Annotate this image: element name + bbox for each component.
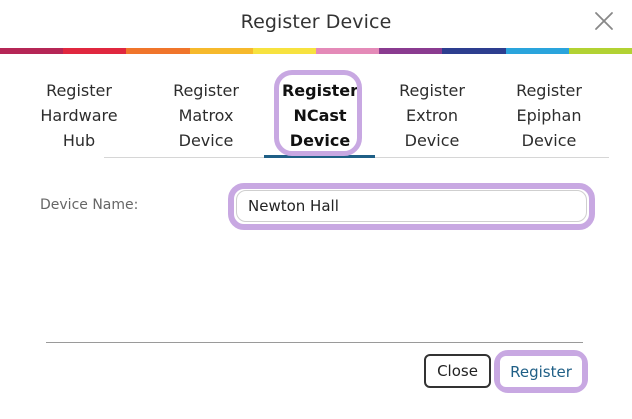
tab-label-line: Device bbox=[404, 131, 460, 150]
tab-label-line: Matrox bbox=[178, 106, 234, 125]
tab-register-ncast-device[interactable]: Register NCast Device bbox=[260, 78, 380, 153]
rainbow-segment bbox=[0, 48, 64, 54]
rainbow-segment bbox=[189, 48, 253, 54]
rainbow-segment bbox=[505, 48, 569, 54]
tab-label-line: Register bbox=[399, 81, 465, 100]
rainbow-segment bbox=[126, 48, 190, 54]
active-tab-underline bbox=[264, 155, 375, 158]
tab-register-extron-device[interactable]: Register Extron Device bbox=[372, 78, 492, 153]
rainbow-segment bbox=[63, 48, 127, 54]
dialog-header: Register Device bbox=[0, 0, 632, 48]
close-button[interactable]: Close bbox=[424, 354, 491, 388]
tab-label-line: Hub bbox=[62, 131, 96, 150]
rainbow-segment bbox=[252, 48, 317, 54]
tab-label-line: Register bbox=[516, 81, 582, 100]
device-name-label: Device Name: bbox=[40, 197, 139, 213]
device-type-tabs: Register Hardware Hub Register Matrox De… bbox=[0, 78, 632, 158]
tab-label-line: Device bbox=[178, 131, 234, 150]
rainbow-stripe bbox=[0, 48, 632, 54]
tab-label-line: NCast bbox=[293, 106, 347, 125]
footer-divider bbox=[46, 342, 583, 343]
register-button[interactable]: Register bbox=[500, 356, 582, 387]
tab-label-line: Device bbox=[289, 131, 351, 150]
dialog-title: Register Device bbox=[240, 11, 392, 33]
tab-label-line: Register bbox=[46, 81, 112, 100]
rainbow-segment bbox=[442, 48, 506, 54]
rainbow-segment bbox=[316, 48, 380, 54]
tab-register-matrox-device[interactable]: Register Matrox Device bbox=[146, 78, 266, 153]
device-name-input[interactable] bbox=[236, 190, 587, 222]
tab-label-line: Extron bbox=[405, 106, 458, 125]
tab-register-hardware-hub[interactable]: Register Hardware Hub bbox=[19, 78, 139, 153]
tab-label-line: Device bbox=[521, 131, 577, 150]
tab-register-epiphan-device[interactable]: Register Epiphan Device bbox=[489, 78, 609, 153]
close-x-icon[interactable] bbox=[593, 10, 615, 32]
rainbow-segment bbox=[379, 48, 443, 54]
tab-label-line: Epiphan bbox=[516, 106, 582, 125]
rainbow-segment bbox=[568, 48, 632, 54]
tab-label-line: Hardware bbox=[40, 106, 118, 125]
tab-label-line: Register bbox=[173, 81, 239, 100]
tab-label-line: Register bbox=[281, 81, 359, 100]
